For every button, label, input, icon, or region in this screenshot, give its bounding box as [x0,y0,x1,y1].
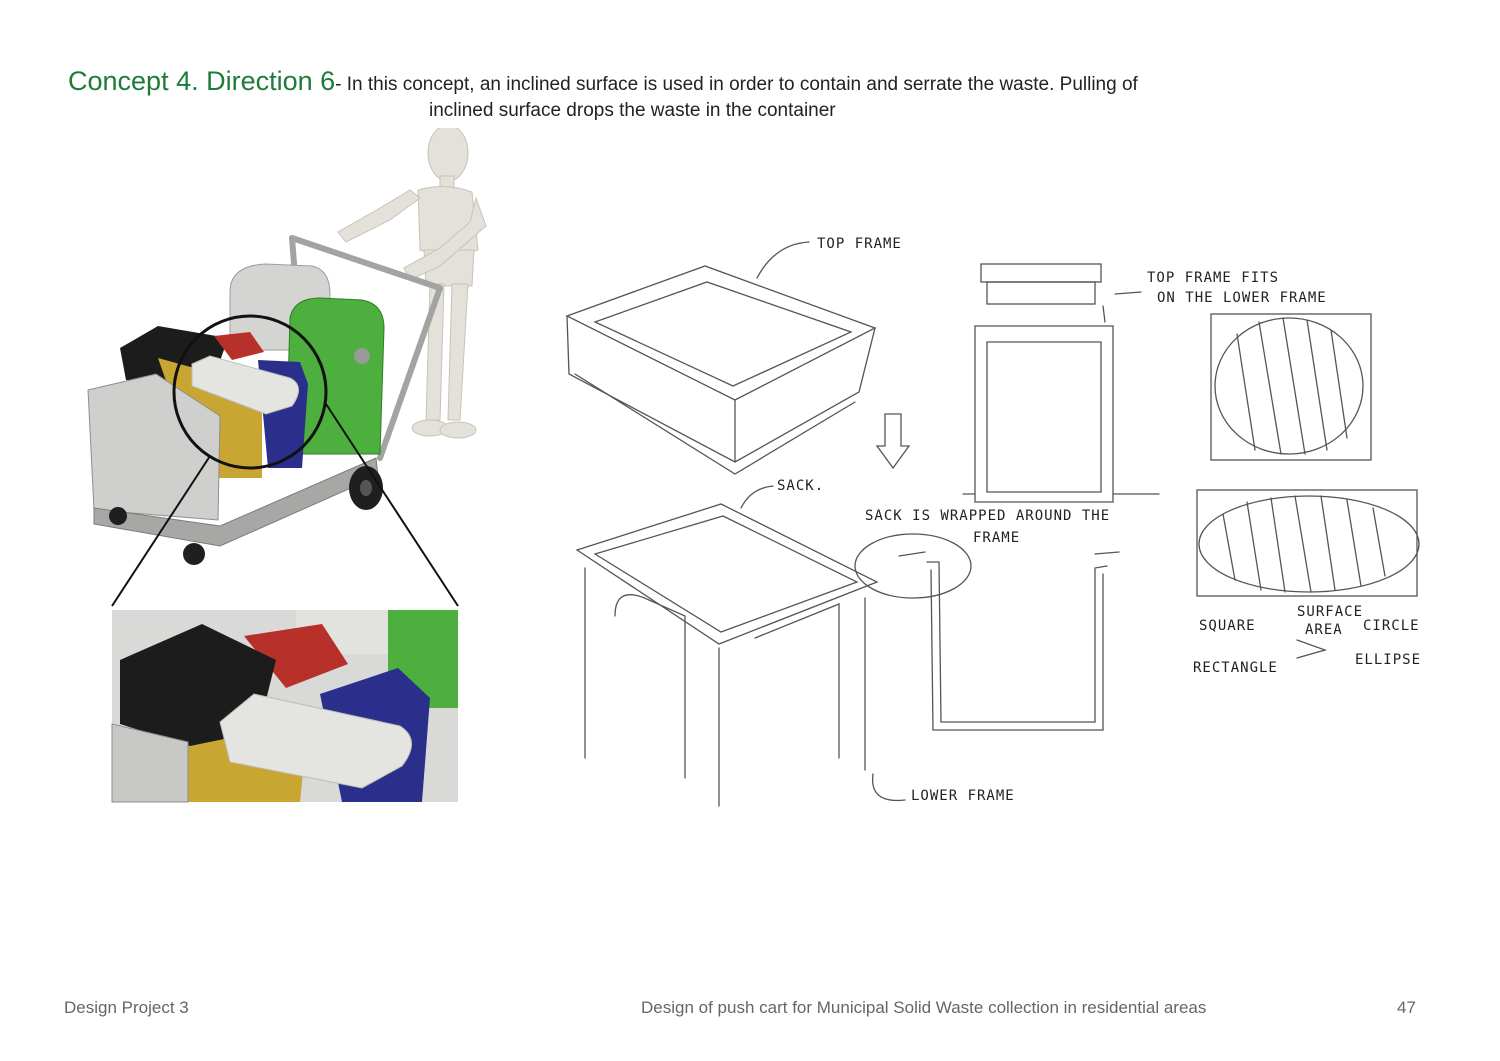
cart-wheels [109,466,383,565]
concept-title: Concept 4. Direction 6 [68,66,336,96]
mannequin-figure [337,128,487,439]
label-rectangle: RECTANGLE [1193,660,1278,676]
green-bin-knob [354,348,370,364]
fits-arrow [1114,291,1142,295]
top-frame-arrow [756,241,810,279]
zoomed-detail [111,610,458,803]
label-ellipse: ELLIPSE [1355,652,1421,668]
label-top-frame: TOP FRAME [817,236,902,252]
sketch-drawings: TOP FRAME TOP FRAME FITS ON THE LOWER FR… [565,236,1421,807]
lower-frame-sketch [575,503,879,807]
red-bin [214,332,264,360]
concept-description-line1: - In this concept, an inclined surface i… [335,74,1138,95]
label-top-frame-fits-2: ON THE LOWER FRAME [1157,290,1327,306]
label-lower-frame: LOWER FRAME [911,788,1015,804]
rectangle-ellipse-sketch [1196,489,1420,597]
footer-project-title: Design of push cart for Municipal Solid … [641,998,1207,1017]
white-lid [191,355,299,415]
title-line: Concept 4. Direction 6- In this concept,… [68,66,1368,97]
down-arrow [875,413,911,470]
top-frame-sketch [565,265,877,475]
sack-arrow [740,485,774,509]
footer-project-name: Design Project 3 [64,998,189,1017]
zoom-line-right [325,403,459,607]
label-sack-wrapped-1: SACK IS WRAPPED AROUND THE [865,508,1110,524]
zoomed-white-lid [219,693,412,789]
label-square: SQUARE [1199,618,1256,634]
square-circle-sketch [1210,313,1372,461]
front-grey-bin [87,373,221,521]
label-sack: SACK. [777,478,824,494]
page-header: Concept 4. Direction 6- In this concept,… [68,66,1368,121]
concept-description-line2: inclined surface drops the waste in the … [429,100,836,121]
green-bin [285,297,385,455]
side-view-sketch [962,263,1160,503]
label-surface-area-2: AREA [1305,622,1343,638]
lower-frame-arrow [871,773,906,802]
page-number: 47 [1397,998,1416,1017]
cart-render-illustration [87,128,487,803]
label-circle: CIRCLE [1363,618,1420,634]
zoom-highlight-circle [172,314,328,470]
label-sack-wrapped-2: FRAME [973,530,1020,546]
label-surface-area-1: SURFACE [1297,604,1363,620]
greater-than-sign [1296,639,1328,659]
zoom-line-left [111,455,211,607]
label-top-frame-fits-1: TOP FRAME FITS [1147,270,1279,286]
sack-cross-section [854,533,1120,731]
